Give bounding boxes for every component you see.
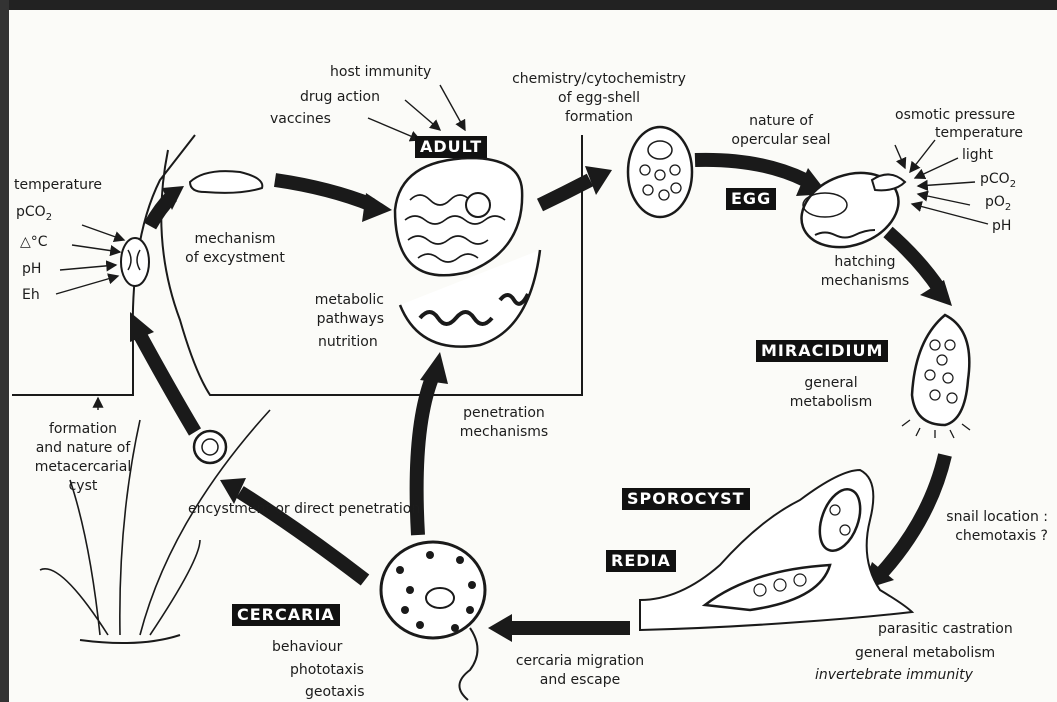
label-geotaxis: geotaxis xyxy=(305,683,365,702)
label-temperature-cyst: temperature xyxy=(14,176,102,195)
arrow-egg-to-hatch xyxy=(695,160,805,180)
label-behaviour: behaviour xyxy=(272,638,342,657)
adult-fluke-drawing xyxy=(395,158,540,347)
label-cercaria-migration: cercaria migration and escape xyxy=(510,652,650,690)
label-parasitic-castration: parasitic castration xyxy=(878,620,1013,639)
label-snail-location: snail location : chemotaxis ? xyxy=(928,508,1048,546)
label-drug-action: drug action xyxy=(300,88,380,107)
label-vaccines: vaccines xyxy=(270,110,331,129)
label-po2-egg: pO2 xyxy=(985,193,1011,217)
label-general-metabolism-miracidium: general metabolism xyxy=(786,374,876,412)
label-general-metabolism-snail: general metabolism xyxy=(855,644,995,663)
label-metacercarial-cyst: formation and nature of metacercarial cy… xyxy=(10,420,156,496)
label-nutrition: nutrition xyxy=(318,333,378,352)
label-phototaxis: phototaxis xyxy=(290,661,364,680)
pco2-subscript: 2 xyxy=(1010,179,1016,190)
label-metabolic-pathways: metabolic pathways xyxy=(280,291,384,329)
stage-egg: EGG xyxy=(726,188,776,210)
egg-drawing xyxy=(628,127,692,217)
stage-adult: ADULT xyxy=(415,136,487,158)
label-opercular-seal: nature of opercular seal xyxy=(720,112,842,150)
label-ph-egg: pH xyxy=(992,217,1011,236)
label-pco2-cyst: pCO2 xyxy=(16,203,52,227)
stage-miracidium: MIRACIDIUM xyxy=(756,340,888,362)
label-penetration-mechanisms: penetration mechanisms xyxy=(445,404,563,442)
cercaria-drawing xyxy=(381,542,485,700)
po2-text: pO xyxy=(985,194,1005,210)
pco2-cyst-subscript: 2 xyxy=(46,212,52,223)
arrow-excyst-to-adult xyxy=(275,180,372,205)
label-delta-c: △°C xyxy=(20,233,48,252)
label-mechanism-of-excystment: mechanism of excystment xyxy=(172,230,298,268)
po2-subscript: 2 xyxy=(1005,202,1011,213)
pco2-text: pCO xyxy=(980,171,1010,187)
label-temperature-egg: temperature xyxy=(935,124,1023,143)
label-eh: Eh xyxy=(22,286,40,305)
label-ph-cyst: pH xyxy=(22,260,41,279)
label-light: light xyxy=(962,146,993,165)
label-chemistry: chemistry/cytochemistry of egg-shell for… xyxy=(512,70,686,127)
label-osmotic-pressure: osmotic pressure xyxy=(895,106,1015,125)
stage-sporocyst: SPOROCYST xyxy=(622,488,750,510)
label-pco2-egg: pCO2 xyxy=(980,170,1016,194)
stage-cercaria: CERCARIA xyxy=(232,604,340,626)
label-encystment: encystment or direct penetration xyxy=(188,500,420,519)
pco2-cyst-text: pCO xyxy=(16,204,46,220)
stage-redia: REDIA xyxy=(606,550,676,572)
label-hatching-mechanisms: hatching mechanisms xyxy=(810,253,920,291)
arrow-cyst-to-excyst xyxy=(140,335,195,432)
label-host-immunity: host immunity xyxy=(330,63,431,82)
miracidium-drawing xyxy=(902,315,970,438)
label-invertebrate-immunity: invertebrate immunity xyxy=(815,666,973,685)
